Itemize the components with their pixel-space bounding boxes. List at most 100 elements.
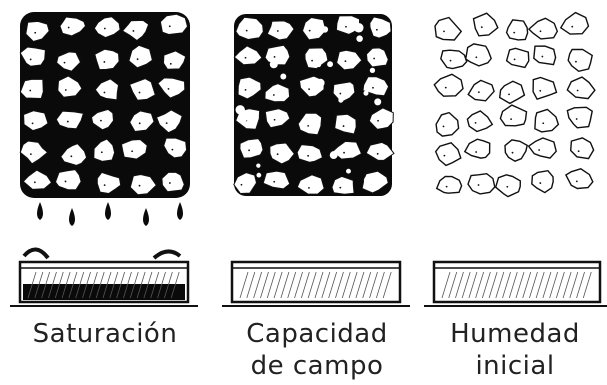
particle-speckle (277, 30, 279, 32)
soil-particle (533, 78, 556, 100)
particle-speckle (578, 150, 580, 152)
air-pore (280, 74, 286, 80)
label-capacidad-line-1: Capacidad (222, 318, 412, 350)
particle-speckle (104, 92, 106, 94)
particle-speckle (475, 56, 477, 58)
air-pore (251, 144, 257, 150)
particle-speckle (542, 122, 544, 124)
air-pore (338, 98, 343, 103)
particle-speckle (508, 93, 510, 95)
soil-particle (496, 175, 521, 197)
water-filled-soil (20, 12, 190, 198)
soil-particle (507, 48, 529, 67)
particle-speckle (478, 91, 480, 93)
particle-speckle (539, 90, 541, 92)
soil-particle (435, 18, 461, 41)
particle-speckle (514, 58, 516, 60)
air-pore (330, 151, 338, 159)
soil-particle (561, 13, 589, 34)
particle-speckle (30, 59, 32, 61)
soil-particle (332, 176, 354, 194)
particle-speckle (475, 151, 477, 153)
soil-particle (436, 113, 459, 137)
particle-speckle (339, 93, 341, 95)
particle-speckle (541, 56, 543, 58)
particle-speckle (512, 152, 514, 154)
soil-particle (468, 80, 494, 100)
soil-particle (500, 105, 526, 126)
particle-speckle (65, 89, 67, 91)
particle-speckle (339, 187, 341, 189)
soil-particle (436, 143, 461, 166)
air-pore (317, 63, 321, 67)
particle-speckle (245, 89, 247, 91)
label-capacidad-de-campo: Capacidad de campo (222, 318, 412, 382)
soil-particle (441, 50, 467, 68)
particle-speckle (443, 126, 445, 128)
particle-speckle (139, 92, 141, 94)
soil-particle (437, 177, 462, 194)
particle-speckle (571, 26, 573, 28)
particle-speckle (443, 30, 445, 32)
particle-speckle (248, 149, 250, 151)
particle-speckle (273, 181, 275, 183)
soil-particle (535, 109, 559, 131)
soil-particle (534, 46, 556, 65)
water-drop (105, 202, 111, 220)
particle-speckle (510, 118, 512, 120)
soil-particle (434, 74, 463, 96)
particle-speckle (443, 155, 445, 157)
particle-speckle (577, 90, 579, 92)
air-pore (369, 54, 374, 59)
particle-speckle (170, 63, 172, 65)
water-drop (37, 202, 43, 220)
particle-speckle (137, 58, 139, 60)
particle-speckle (32, 123, 34, 125)
water-splash (24, 249, 48, 258)
particle-speckle (377, 120, 379, 122)
air-pore (270, 60, 278, 68)
particle-speckle (343, 125, 345, 127)
particle-speckle (30, 153, 32, 155)
particle-speckle (450, 60, 452, 62)
particle-speckle (171, 149, 173, 151)
particle-speckle (513, 32, 515, 34)
particle-speckle (139, 185, 141, 187)
air-pore (235, 105, 244, 114)
particle-speckle (131, 150, 133, 152)
soil-particle (56, 170, 82, 190)
particle-speckle (274, 119, 276, 121)
soil-particle (567, 77, 595, 99)
particle-speckle (70, 155, 72, 157)
particle-speckle (575, 61, 577, 63)
particle-speckle (139, 122, 141, 124)
particle-speckle (104, 28, 106, 30)
label-capacidad-line-2: de campo (222, 350, 412, 382)
particle-speckle (478, 184, 480, 186)
particle-speckle (311, 60, 313, 62)
particle-speckle (101, 151, 103, 153)
water-drop (143, 208, 149, 226)
air-pore (316, 79, 324, 87)
soil-particle (467, 111, 492, 132)
label-saturacion-line-1: Saturación (10, 318, 200, 350)
soil-particle (160, 14, 187, 34)
label-humedad-line-1: Humedad (420, 318, 607, 350)
soil-particle (465, 139, 490, 158)
particle-speckle (274, 56, 276, 58)
air-pore (322, 26, 328, 32)
soil-particle (567, 107, 592, 128)
soil-particle (466, 44, 492, 66)
particle-speckle (538, 149, 540, 151)
air-pore (370, 68, 375, 73)
particle-speckle (103, 61, 105, 63)
particle-speckle (345, 60, 347, 62)
soil-particle (571, 138, 594, 159)
soil-particle (265, 45, 290, 65)
water-drop (69, 208, 75, 226)
particle-speckle (246, 30, 248, 32)
label-humedad-inicial: Humedad inicial (420, 318, 607, 382)
soil-particle (468, 174, 495, 194)
particle-speckle (446, 186, 448, 188)
